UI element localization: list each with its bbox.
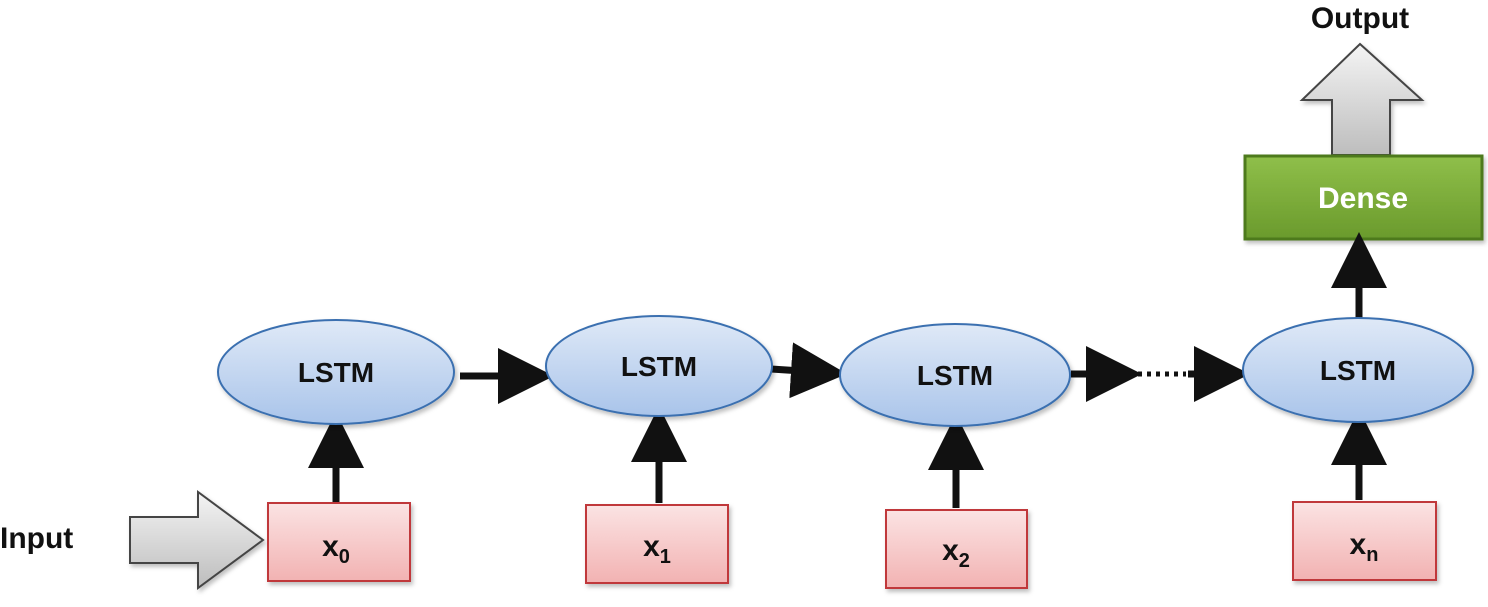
- input-symbol: x1: [643, 530, 671, 568]
- lstm-label: LSTM: [298, 357, 374, 388]
- output-arrow-icon: [1299, 42, 1425, 156]
- input-symbol: x2: [942, 534, 970, 572]
- input-base: x: [1350, 528, 1367, 561]
- input-label: Input: [0, 522, 73, 555]
- input-arrow-icon: [129, 490, 265, 590]
- input-box-1: x1: [585, 504, 729, 584]
- input-subscript: 1: [660, 546, 671, 568]
- input-symbol: x0: [322, 530, 350, 568]
- input-base: x: [942, 534, 959, 567]
- dense-label: Dense: [1318, 182, 1408, 215]
- input-subscript: 2: [959, 550, 970, 572]
- lstm-cell-2: LSTM: [839, 323, 1071, 427]
- lstm-cell-0: LSTM: [217, 319, 455, 425]
- input-box-n: xn: [1292, 501, 1437, 581]
- input-symbol: xn: [1350, 528, 1379, 566]
- lstm-1-to-lstm-2-arrow: [770, 342, 847, 399]
- lstm-cell-1: LSTM: [545, 315, 773, 417]
- dense-layer: Dense: [1243, 154, 1484, 241]
- input-base: x: [322, 530, 339, 563]
- input-box-0: x0: [267, 502, 411, 582]
- lstm-cell-n: LSTM: [1242, 317, 1474, 423]
- input-box-2: x2: [885, 509, 1028, 589]
- output-label: Output: [1311, 2, 1409, 35]
- lstm-label: LSTM: [1320, 355, 1396, 386]
- lstm-label: LSTM: [917, 360, 993, 391]
- lstm-label: LSTM: [621, 351, 697, 382]
- input-base: x: [643, 530, 660, 563]
- input-subscript: n: [1366, 544, 1378, 566]
- input-subscript: 0: [339, 546, 350, 568]
